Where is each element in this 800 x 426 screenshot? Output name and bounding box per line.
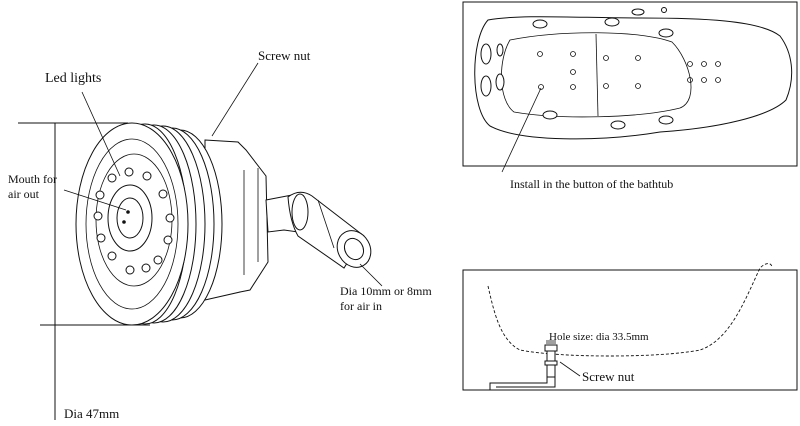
air-in-label-line1: Dia 10mm or 8mm	[340, 284, 432, 298]
mouth-label-line1: Mouth for	[8, 172, 57, 186]
screw-nut-label: Screw nut	[258, 48, 311, 63]
bathtub-top-view	[462, 1, 798, 173]
install-caption: Install in the button of the bathtub	[510, 177, 673, 191]
led-lights-label: Led lights	[45, 71, 101, 86]
screw-nut-side-label: Screw nut	[582, 369, 635, 384]
rim-jets	[480, 7, 674, 130]
hole-size-label: Hole size: dia 33.5mm	[549, 331, 649, 343]
tub-profile-dashed	[487, 263, 773, 357]
install-leader-line	[501, 87, 542, 173]
led-lights-ring	[93, 167, 175, 275]
hole-fitting	[544, 340, 558, 378]
top-view-frame	[462, 1, 798, 167]
screw-nut-side-leader	[559, 361, 581, 377]
air-in-label-line2: for air in	[340, 299, 382, 313]
dia-47-label: Dia 47mm	[64, 406, 119, 421]
mouth-label-line2: air out	[8, 187, 40, 201]
inner-jets	[537, 51, 721, 90]
bathtub-side-section	[462, 263, 798, 391]
air-in-pipe	[265, 191, 372, 269]
jet-nozzle-drawing: Screw nut Led lights Mouth for air out D…	[8, 48, 432, 421]
side-view-frame	[462, 269, 798, 391]
leader-lines	[63, 62, 383, 287]
air-out-mouth	[107, 184, 153, 252]
